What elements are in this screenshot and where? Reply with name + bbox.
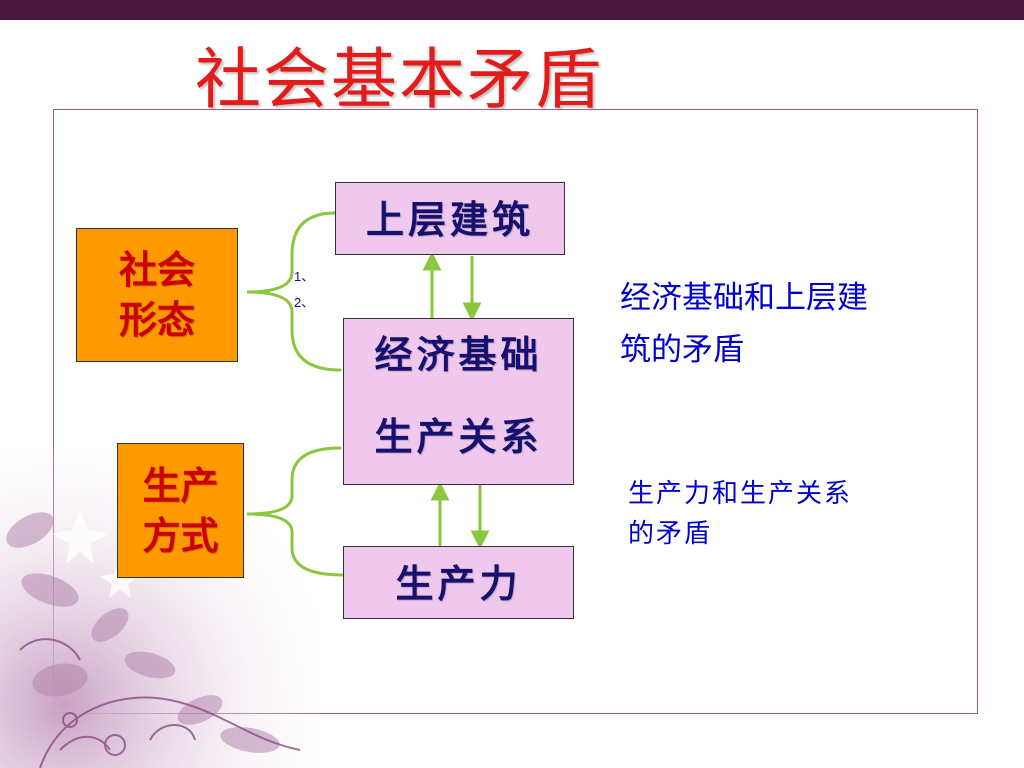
box-mode-of-production-line2: 方式	[142, 512, 219, 558]
marker-1: 1、	[294, 269, 315, 284]
box-mode-of-production-line1: 生产	[142, 462, 219, 508]
arrow-icon	[422, 251, 442, 271]
caption-forces-relations-line1: 生产力和生产关系	[628, 479, 853, 509]
caption-forces-relations: 生产力和生产关系 的矛盾	[628, 474, 968, 554]
arrow-icon	[470, 530, 490, 550]
arrow-icon	[430, 481, 450, 501]
top-bar	[0, 0, 1024, 20]
box-social-form-line2: 形态	[118, 297, 195, 342]
box-economic-base: 经济基础 生产关系	[343, 318, 574, 485]
box-economic-base-line1: 经济基础	[374, 332, 543, 377]
box-social-form: 社会 形态	[76, 228, 238, 362]
box-economic-base-line2: 生产关系	[374, 414, 543, 459]
box-mode-of-production: 生产 方式	[117, 443, 244, 578]
caption-forces-relations-line2: 的矛盾	[628, 519, 713, 549]
box-productive-forces: 生产力	[343, 546, 574, 619]
caption-base-superstructure-line1: 经济基础和上层建	[620, 280, 868, 316]
box-superstructure: 上层建筑	[335, 182, 565, 255]
caption-base-superstructure: 经济基础和上层建 筑的矛盾	[620, 272, 980, 376]
brace-social-form	[246, 211, 342, 372]
marker-2: 2、	[294, 295, 315, 310]
floral-decoration-icon	[0, 450, 320, 768]
brace-mode-of-production	[246, 446, 345, 577]
slide-title: 社会基本矛盾	[195, 41, 603, 118]
arrow-icon	[462, 302, 482, 322]
content-frame	[53, 109, 978, 714]
caption-base-superstructure-line2: 筑的矛盾	[620, 332, 744, 368]
box-social-form-line1: 社会	[118, 247, 195, 292]
